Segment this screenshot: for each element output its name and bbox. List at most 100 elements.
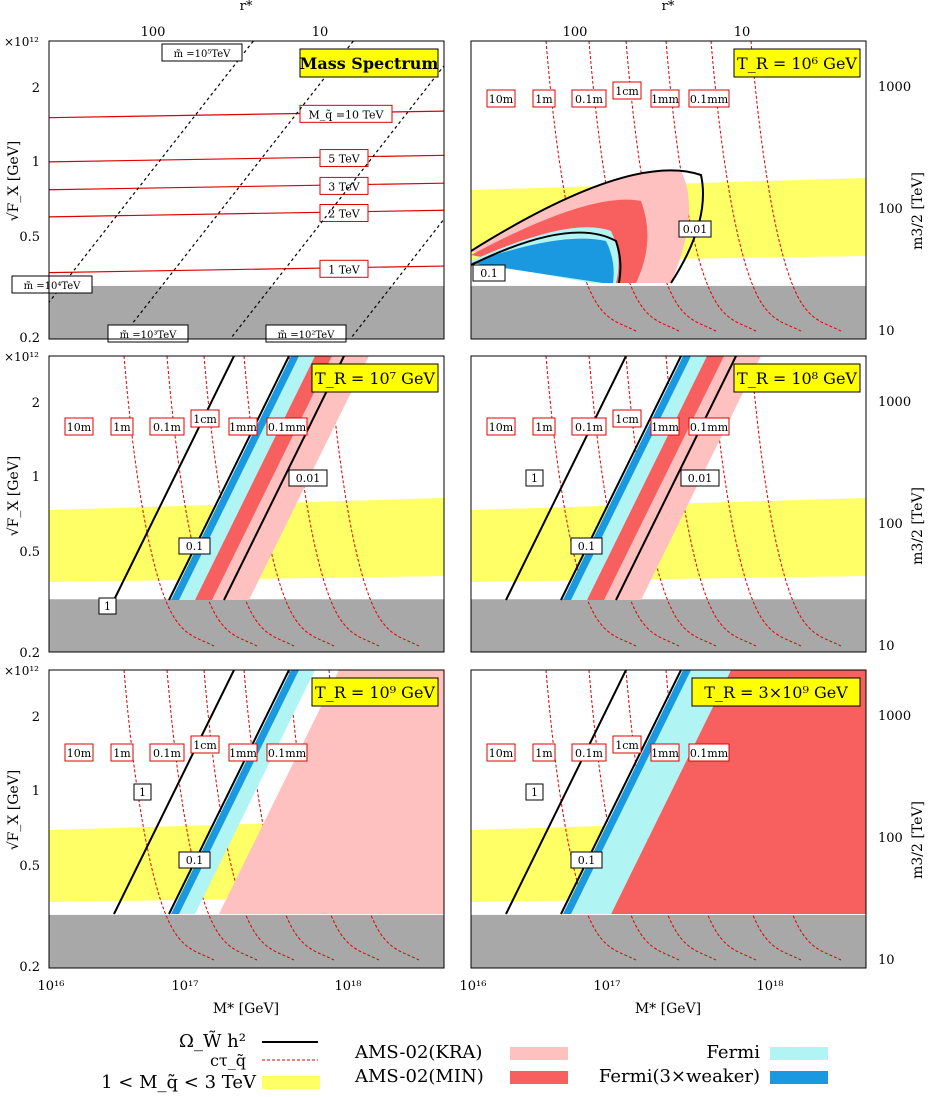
omega-label-box [678, 220, 712, 238]
ctau-label: 1mm [651, 421, 679, 434]
y-tick-label: 2 [32, 396, 40, 411]
ctau-label: 1cm [193, 739, 217, 752]
omega-label: 1 [104, 600, 111, 613]
ctau-label: 10m [489, 421, 514, 434]
x-tick-label: 10¹⁸ [757, 979, 784, 994]
ams-min-region [586, 356, 724, 600]
ctau-label-box [532, 417, 556, 436]
ctau-label: 0.1m [153, 747, 181, 760]
panel-title-box [691, 677, 861, 707]
ctau-line [710, 41, 802, 332]
omega-label-box [680, 469, 720, 487]
legend-omega-label: Ω_W̃ h² [179, 1030, 246, 1052]
ctau-label-box [486, 417, 516, 436]
y-tick-label: 0.2 [19, 960, 40, 975]
y-tick-label: 0.2 [19, 646, 40, 661]
right-tick-label: 10 [878, 639, 895, 654]
ctau-label-box [532, 743, 556, 762]
ctau-label-box [612, 81, 642, 100]
x-axis-label: M* [GeV] [635, 1001, 701, 1017]
ctau-label-box [532, 89, 556, 108]
y-multiplier: ×10¹² [4, 35, 39, 49]
ams-min-region [611, 670, 866, 914]
omega-contour [505, 356, 627, 601]
x-tick-label: 10¹⁷ [172, 979, 199, 994]
x-tick-label: 10¹⁸ [335, 979, 362, 994]
ctau-line [328, 356, 420, 647]
squark-mass-line [49, 154, 444, 163]
panel-plot-area [471, 356, 866, 652]
x-tick-label: 10¹⁶ [38, 979, 65, 994]
ctau-line [288, 356, 380, 647]
legend-mass-band-swatch [262, 1076, 320, 1089]
squark-mass-line [49, 209, 444, 218]
ctau-label-box [110, 417, 134, 436]
omega-label-box [98, 597, 117, 615]
right-tick-label: 10 [878, 324, 895, 339]
legend-mass-band-label: 1 < M_q̃ < 3 TeV [101, 1072, 257, 1093]
omega-contour [223, 356, 345, 601]
omega-label-box [525, 783, 544, 801]
ctau-label-box [571, 89, 607, 108]
squark-mass-label-box [299, 104, 393, 123]
panel-title: T_R = 10⁹ GeV [315, 683, 435, 702]
excluded-region [471, 285, 866, 339]
m-tilde-line [49, 41, 255, 304]
right-axis-label: m3/2 [TeV] [910, 801, 926, 879]
ctau-label: 1mm [229, 747, 257, 760]
omega-label: 0.1 [578, 540, 596, 553]
y-tick-label: 0.2 [19, 331, 40, 346]
ctau-label: 10m [489, 747, 514, 760]
top-tick-label: 10 [734, 25, 751, 40]
top-tick-label: 100 [141, 25, 166, 40]
ams-kra-region [219, 670, 444, 914]
fermi-weak-region [471, 238, 614, 283]
ctau-label: 10m [489, 93, 514, 106]
panel-frame [48, 40, 445, 340]
ctau-line [665, 41, 757, 332]
y-tick-label: 2 [32, 81, 40, 96]
m-tilde-label-box [11, 275, 93, 294]
ctau-label-box [228, 417, 258, 436]
panel-title-box [733, 48, 861, 78]
ctau-label: 0.1m [575, 421, 603, 434]
legend-ams-kra-swatch [510, 1047, 568, 1060]
legend-fermi-weak-swatch [770, 1071, 828, 1084]
m-tilde-label-box [265, 324, 347, 343]
ctau-label-box [612, 409, 642, 428]
omega-label-box [133, 783, 152, 801]
ctau-label-box [571, 743, 607, 762]
legend: Ω_W̃ h² cτ_q̃ 1 < M_q̃ < 3 TeV AMS-02(KR… [101, 1030, 828, 1093]
ctau-label-box [650, 89, 680, 108]
panel-frame [48, 355, 445, 653]
panel-plot-area [471, 670, 866, 968]
squark-mass-line [49, 265, 444, 274]
y-tick-label: 0.5 [19, 545, 40, 560]
m-tilde-label: m̃ =10⁴TeV [24, 281, 82, 292]
top-axis-label: r* [240, 0, 253, 14]
legend-ams-kra-label: AMS-02(KRA) [354, 1042, 482, 1063]
excluded-region [471, 599, 866, 652]
m-tilde-label: m̃ =10³TeV [120, 330, 178, 341]
omega-contour [113, 670, 235, 915]
ctau-line [625, 356, 717, 647]
ctau-label-box [486, 89, 516, 108]
ctau-label-box [149, 743, 185, 762]
ctau-label-box [266, 417, 308, 436]
y-tick-label: 1 [32, 470, 40, 485]
omega-label: 0.1 [578, 854, 596, 867]
ctau-label: 1cm [615, 739, 639, 752]
squark-mass-label-box [319, 259, 369, 278]
omega-contour [505, 670, 627, 915]
ctau-label-box [688, 89, 730, 108]
y-multiplier: ×10¹² [4, 664, 39, 678]
y-tick-label: 2 [32, 710, 40, 725]
panel-frame [48, 669, 445, 969]
ctau-label-box [612, 735, 642, 754]
m-tilde-label-box [107, 324, 189, 343]
